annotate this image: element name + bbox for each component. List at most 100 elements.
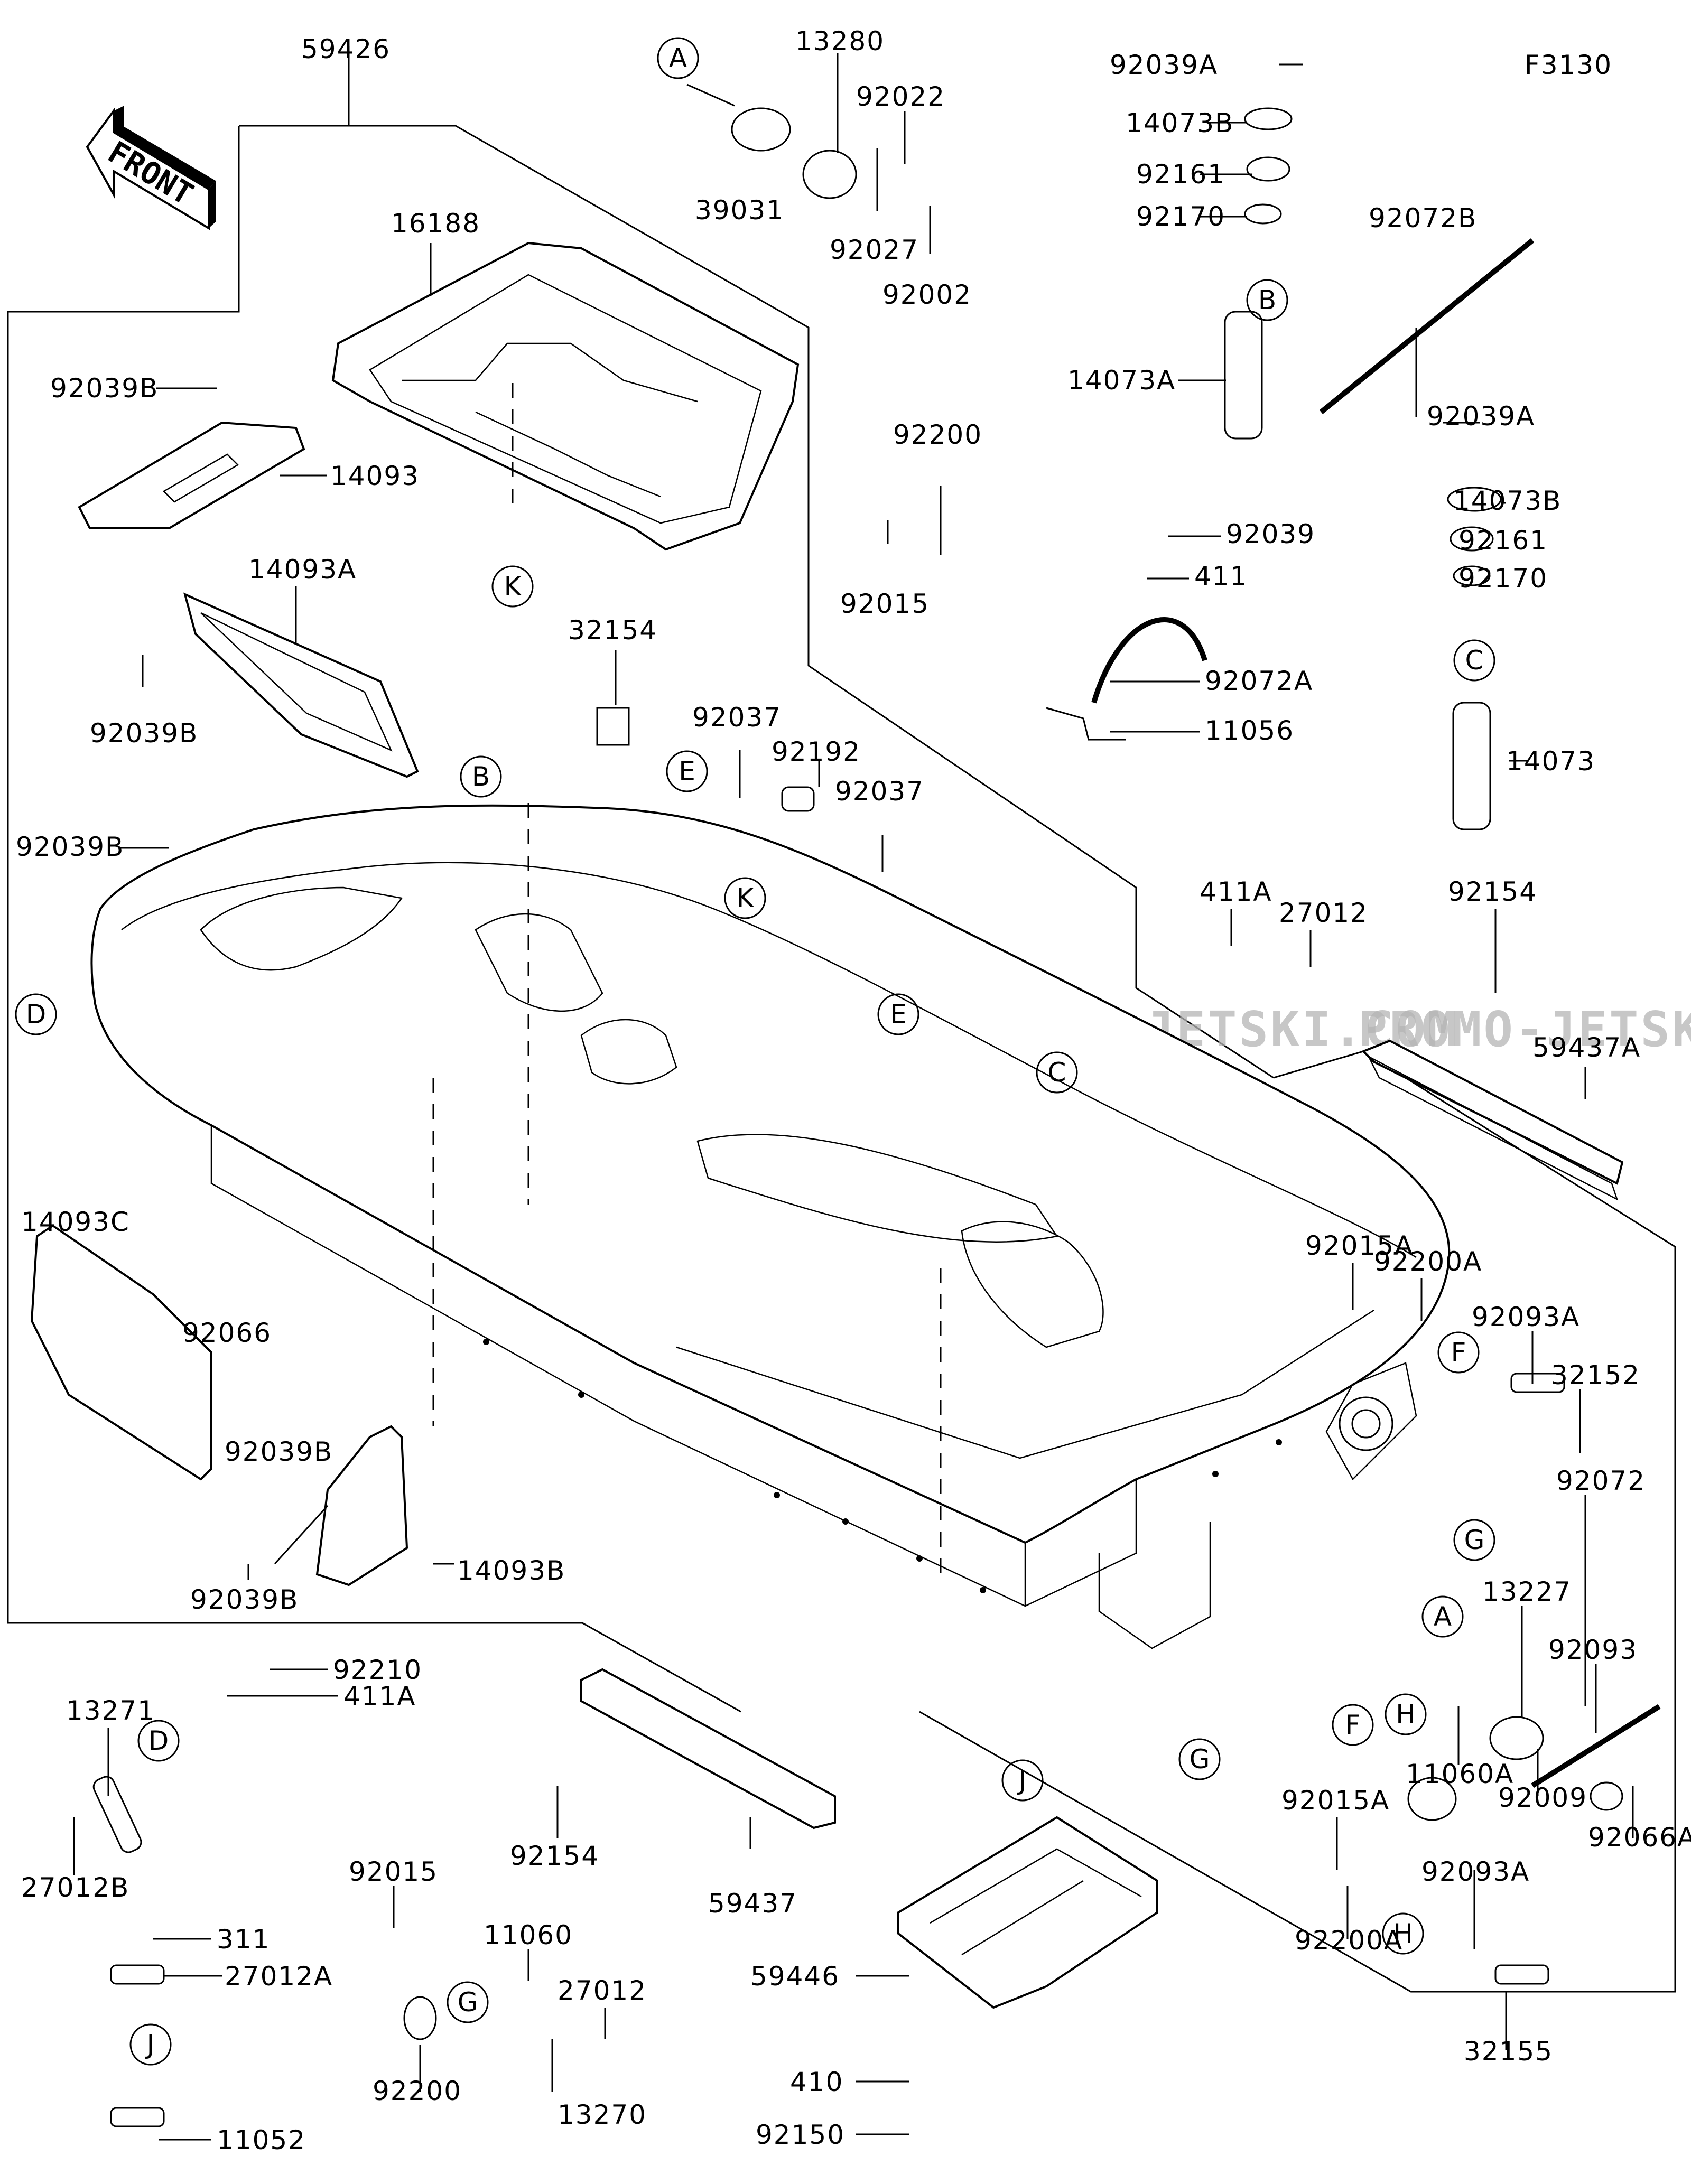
- label-11056[interactable]: 11056: [1205, 715, 1294, 746]
- callout-j-hull[interactable]: J: [1001, 1759, 1044, 1802]
- cover-14093A: [183, 592, 419, 778]
- label-27012A[interactable]: 27012A: [225, 1961, 333, 1992]
- callout-b-hull[interactable]: B: [460, 755, 502, 798]
- label-92161-mid[interactable]: 92161: [1458, 525, 1548, 556]
- label-92009[interactable]: 92009: [1498, 1782, 1587, 1813]
- label-92039A-top[interactable]: 92039A: [1110, 50, 1218, 80]
- callout-d-bottom[interactable]: D: [137, 1720, 180, 1762]
- callout-d-hull[interactable]: D: [15, 993, 57, 1035]
- label-14073B-top[interactable]: 14073B: [1126, 108, 1234, 138]
- label-14073[interactable]: 14073: [1506, 746, 1595, 777]
- label-32152[interactable]: 32152: [1551, 1360, 1640, 1390]
- label-11060[interactable]: 11060: [484, 1920, 573, 1950]
- label-39031[interactable]: 39031: [695, 195, 784, 226]
- label-13227[interactable]: 13227: [1482, 1576, 1572, 1607]
- label-410[interactable]: 410: [790, 2067, 843, 2097]
- label-92066[interactable]: 92066: [182, 1318, 272, 1348]
- callout-a-right[interactable]: A: [1421, 1595, 1464, 1638]
- label-92093[interactable]: 92093: [1548, 1635, 1638, 1665]
- label-92170-top[interactable]: 92170: [1136, 201, 1225, 232]
- label-92072[interactable]: 92072: [1556, 1466, 1646, 1496]
- label-11060A[interactable]: 11060A: [1406, 1759, 1514, 1789]
- label-92154-right[interactable]: 92154: [1448, 876, 1537, 907]
- label-27012-bot[interactable]: 27012: [558, 1975, 647, 2006]
- label-27012-mid[interactable]: 27012: [1279, 898, 1368, 928]
- label-13270[interactable]: 13270: [558, 2099, 647, 2130]
- label-411[interactable]: 411: [1194, 561, 1248, 592]
- label-92015A-bot[interactable]: 92015A: [1281, 1785, 1390, 1816]
- label-32155[interactable]: 32155: [1464, 2036, 1553, 2067]
- label-14073B-mid[interactable]: 14073B: [1453, 486, 1562, 516]
- callout-g-bottom[interactable]: G: [447, 1981, 489, 2023]
- callout-b-top[interactable]: B: [1246, 279, 1288, 321]
- label-92170-mid[interactable]: 92170: [1458, 563, 1548, 594]
- callout-g-right[interactable]: G: [1453, 1519, 1495, 1561]
- label-92039A-mid[interactable]: 92039A: [1427, 401, 1535, 432]
- label-59446[interactable]: 59446: [750, 1961, 840, 1992]
- label-13271[interactable]: 13271: [66, 1695, 155, 1726]
- label-92200A-bot[interactable]: 92200A: [1295, 1925, 1403, 1956]
- callout-e-hull[interactable]: E: [877, 993, 919, 1035]
- label-92002[interactable]: 92002: [882, 279, 972, 310]
- label-59437[interactable]: 59437: [708, 1888, 797, 1919]
- label-92192[interactable]: 92192: [772, 736, 861, 767]
- label-13280[interactable]: 13280: [795, 26, 885, 57]
- callout-j-bottom[interactable]: J: [129, 2023, 172, 2066]
- label-92015-top[interactable]: 92015: [840, 589, 930, 619]
- label-92037-a[interactable]: 92037: [692, 702, 782, 733]
- callout-e-top[interactable]: E: [666, 750, 708, 792]
- label-92210[interactable]: 92210: [333, 1655, 422, 1685]
- label-92039B-top[interactable]: 92039B: [50, 373, 159, 404]
- label-11052[interactable]: 11052: [217, 2125, 306, 2155]
- label-14093B[interactable]: 14093B: [457, 1555, 565, 1586]
- label-92039B-mid[interactable]: 92039B: [90, 718, 198, 749]
- label-32154[interactable]: 32154: [568, 615, 657, 646]
- label-92200-bot[interactable]: 92200: [373, 2076, 462, 2106]
- label-411A-bot[interactable]: 411A: [343, 1681, 416, 1712]
- label-92066A[interactable]: 92066A: [1588, 1822, 1691, 1853]
- callout-k-top[interactable]: K: [491, 565, 534, 608]
- label-92039[interactable]: 92039: [1226, 519, 1315, 549]
- cover-14093B: [315, 1425, 408, 1586]
- label-14093[interactable]: 14093: [330, 461, 420, 491]
- callout-a-top[interactable]: A: [657, 37, 699, 79]
- label-92015A-top[interactable]: 92015A: [1305, 1230, 1414, 1261]
- label-92037-b[interactable]: 92037: [835, 776, 924, 807]
- callout-f-right[interactable]: F: [1437, 1331, 1480, 1374]
- cover-14093: [78, 421, 305, 529]
- callout-h-bottom[interactable]: H: [1382, 1912, 1424, 1955]
- label-92093A-top[interactable]: 92093A: [1472, 1302, 1580, 1332]
- callout-k-hull[interactable]: K: [724, 877, 766, 919]
- label-92093A-bot[interactable]: 92093A: [1421, 1856, 1530, 1887]
- label-92072B[interactable]: 92072B: [1369, 203, 1477, 234]
- label-92015-bot[interactable]: 92015: [349, 1856, 438, 1887]
- label-92072A[interactable]: 92072A: [1205, 666, 1313, 696]
- callout-f-hull[interactable]: F: [1332, 1704, 1374, 1746]
- label-16188[interactable]: 16188: [391, 208, 480, 239]
- label-14093A[interactable]: 14093A: [248, 554, 357, 585]
- label-92150[interactable]: 92150: [756, 2120, 845, 2150]
- label-92027[interactable]: 92027: [830, 235, 919, 265]
- label-59437A[interactable]: 59437A: [1532, 1032, 1641, 1063]
- callout-c-top[interactable]: C: [1453, 639, 1495, 682]
- label-14073A[interactable]: 14073A: [1067, 365, 1176, 396]
- label-27012B[interactable]: 27012B: [21, 1872, 129, 1903]
- label-92161-top[interactable]: 92161: [1136, 159, 1225, 190]
- callout-h-hull[interactable]: H: [1385, 1693, 1427, 1735]
- label-14093C[interactable]: 14093C: [21, 1207, 130, 1237]
- callout-c-hull[interactable]: C: [1036, 1051, 1078, 1094]
- label-92039B-lower1[interactable]: 92039B: [225, 1436, 333, 1467]
- figure-id: F3130: [1525, 50, 1612, 80]
- label-92200-top[interactable]: 92200: [893, 419, 982, 450]
- label-92039B-left[interactable]: 92039B: [16, 832, 124, 862]
- label-411A-mid[interactable]: 411A: [1200, 876, 1272, 907]
- label-92154-left[interactable]: 92154: [510, 1841, 599, 1871]
- callout-g-hull[interactable]: G: [1178, 1738, 1221, 1780]
- fittings: [92, 107, 1623, 2127]
- label-311[interactable]: 311: [217, 1924, 270, 1955]
- label-92200A-top[interactable]: 92200A: [1374, 1246, 1482, 1277]
- label-92022[interactable]: 92022: [856, 81, 945, 112]
- label-92039B-lower2[interactable]: 92039B: [190, 1584, 299, 1615]
- label-59426[interactable]: 59426: [301, 34, 391, 64]
- svg-text:D: D: [26, 999, 47, 1030]
